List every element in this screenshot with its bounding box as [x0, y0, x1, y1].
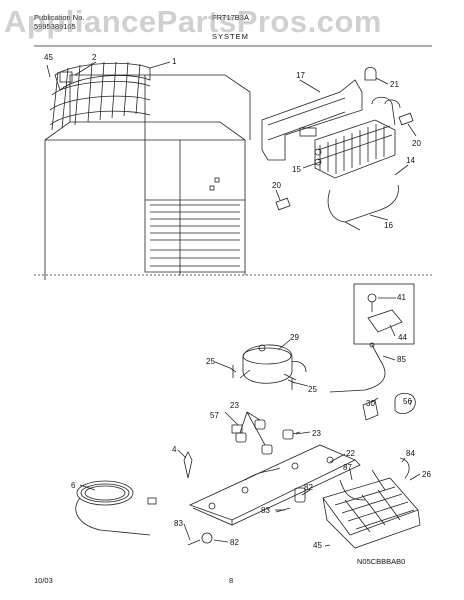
callout-87: 87: [343, 463, 352, 472]
callout-57: 57: [210, 411, 219, 420]
callout-17: 17: [296, 71, 305, 80]
footer-date: 10/03: [34, 576, 53, 585]
callout-26: 26: [422, 470, 431, 479]
watermark: AppliancePartsPros.com: [4, 4, 382, 39]
callout-29: 29: [290, 333, 299, 342]
callout-30: 30: [366, 399, 375, 408]
callout-56: 56: [403, 397, 412, 406]
model-number: FRT17B3A: [212, 13, 249, 22]
callout-25: 25: [206, 357, 215, 366]
callout-4: 4: [172, 445, 177, 454]
callout-20: 20: [272, 181, 281, 190]
diagram-code: N05CBBBAB0: [357, 557, 406, 566]
callout-20: 20: [412, 139, 421, 148]
callout-21: 21: [390, 80, 399, 89]
callout-23: 23: [230, 401, 239, 410]
callout-6: 6: [71, 481, 76, 490]
publication-label: Publication No.: [34, 13, 85, 22]
callout-1: 1: [172, 57, 177, 66]
callout-44: 44: [398, 333, 407, 342]
callout-22: 22: [346, 449, 355, 458]
section-title: SYSTEM: [212, 32, 249, 41]
callout-2: 2: [92, 53, 97, 62]
callout-16: 16: [384, 221, 393, 230]
callout-15: 15: [292, 165, 301, 174]
callout-83: 83: [174, 519, 183, 528]
callout-84: 84: [406, 449, 415, 458]
callout-14: 14: [406, 156, 415, 165]
callout-82: 82: [304, 483, 313, 492]
callout-82: 82: [230, 538, 239, 547]
publication-number: 5995389105: [34, 22, 76, 31]
callout-83: 83: [261, 506, 270, 515]
page-number: 8: [229, 576, 234, 585]
callout-23: 23: [312, 429, 321, 438]
callout-85: 85: [397, 355, 406, 364]
callout-41: 41: [397, 293, 406, 302]
callout-45: 45: [313, 541, 322, 550]
callout-45: 45: [44, 53, 53, 62]
callout-25: 25: [308, 385, 317, 394]
